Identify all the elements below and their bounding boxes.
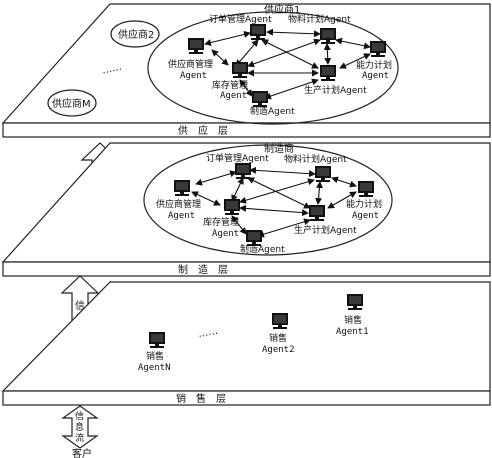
supply-links [204, 28, 371, 100]
supply-material-agent-label: 物料计划Agent [288, 13, 351, 25]
info-flow-3-char-2: 息 [75, 421, 84, 433]
mfg-inventory-label-1: 库存管理 [203, 216, 239, 228]
mfg-supplier-mgmt-label-2: Agent [168, 211, 195, 221]
info-flow-2-char-1: 信 [75, 300, 85, 312]
manufacturer-ellipse [143, 144, 393, 256]
manufacturing-links [191, 166, 357, 238]
mfg-material-agent-label: 物料计划Agent [284, 153, 347, 165]
supply-production-label: 生产计划Agent [304, 84, 367, 96]
mfg-capacity-label-2: Agent [352, 211, 379, 221]
supply-inventory-label-1: 库存管理 [212, 79, 248, 91]
supply-supplier-mgmt-label-2: Agent [180, 71, 207, 81]
manufacturing-layer: 制 造 层 制造商 订单管理Agent 物料计划Agent 供应商管理 Agen… [1, 142, 491, 277]
sales-agent-n-label-1: 销售 [146, 350, 164, 362]
info-flow-3-char-1: 信 [75, 410, 84, 422]
sales-agent-2-label-1: 销售 [269, 332, 287, 344]
supply-inventory-label-2: Agent [220, 91, 247, 101]
supplier-m-label: 供应商M [52, 97, 91, 110]
supply-order-agent-label: 订单管理Agent [209, 13, 272, 25]
sales-layer-label: 销 售 层 [176, 392, 226, 405]
supply-supplier-mgmt-label-1: 供应商管理 [168, 58, 213, 70]
supply-capacity-label-1: 能力计划 [356, 59, 392, 71]
sales-agent-1-label-1: 销售 [344, 314, 362, 326]
supply-manufacturing-label: 制造Agent [250, 105, 295, 117]
supply-capacity-label-2: Agent [362, 71, 389, 81]
mfg-production-label: 生产计划Agent [294, 224, 357, 236]
mfg-order-agent-label: 订单管理Agent [206, 152, 269, 164]
manufacturer-label: 制造商 [264, 142, 294, 155]
mfg-inventory-label-2: Agent [212, 229, 239, 239]
supplier-m-ellipse [47, 89, 97, 117]
info-flow-3-char-3: 流 [75, 432, 84, 444]
sales-dots: …… [197, 326, 219, 340]
manufacturing-layer-label: 制 造 层 [178, 263, 228, 276]
sales-agent-1-label-2: Agent1 [336, 327, 369, 337]
customer-label: 客户 [72, 447, 92, 458]
info-flow-arrow-3: 信 息 流 [61, 405, 99, 449]
supplier-dots: …… [101, 62, 123, 77]
supplier-2-label: 供应商2 [118, 28, 154, 41]
mfg-capacity-label-1: 能力计划 [346, 198, 382, 210]
mfg-manufacturing-label: 制造Agent [240, 243, 285, 255]
supply-layer-label: 供 应 层 [178, 124, 228, 137]
sales-layer: 销 售 层 销售 Agent1 销售 Agent2 销售 AgentN …… [1, 281, 491, 406]
supplier-2-ellipse [110, 20, 160, 48]
supplier-1-label: 供应商1 [264, 3, 300, 16]
supplier-1-ellipse [147, 11, 399, 125]
sales-agent-2-label-2: Agent2 [262, 345, 295, 355]
mfg-supplier-mgmt-label-1: 供应商管理 [156, 198, 201, 210]
supply-layer: 供 应 层 供应商2 供应商M …… 供应商1 订单管理Agent 物料计 [1, 3, 491, 138]
sales-agent-n-label-2: AgentN [138, 363, 171, 373]
